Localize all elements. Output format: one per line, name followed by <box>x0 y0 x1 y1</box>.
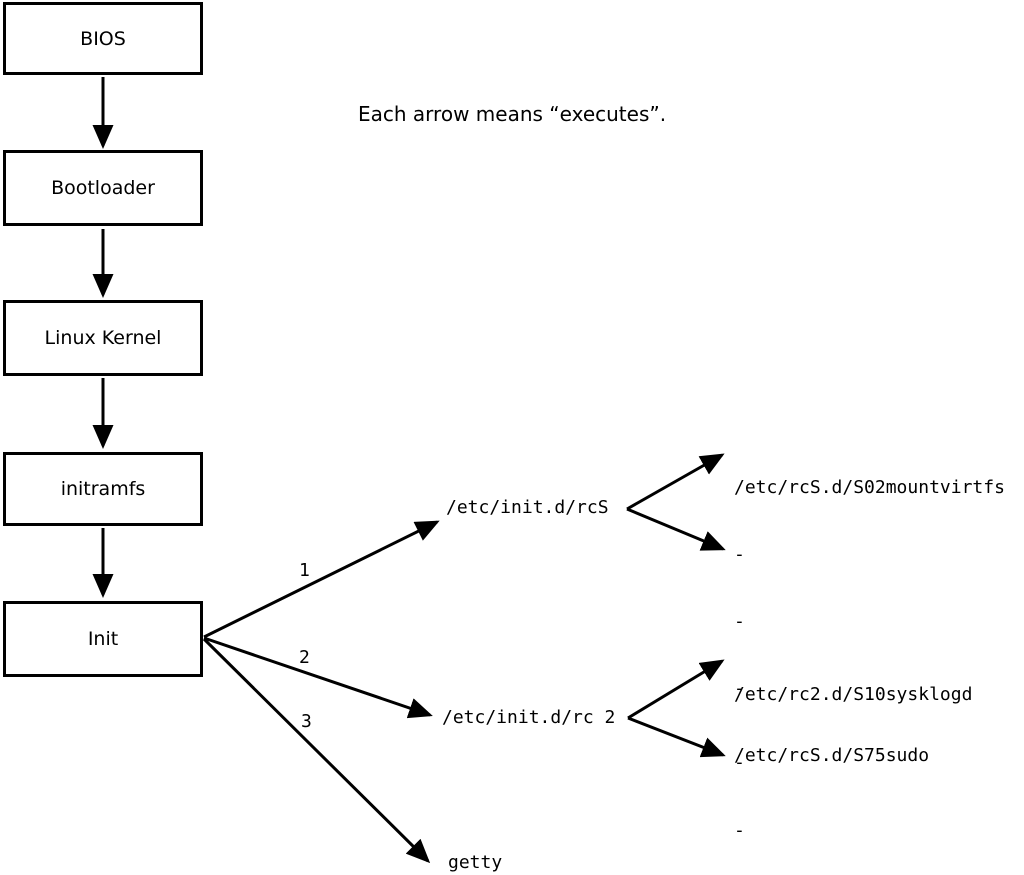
arrow-init-to-rcs <box>203 520 440 639</box>
legend-note: Each arrow means “executes”. <box>358 102 667 126</box>
node-linux-kernel-label: Linux Kernel <box>44 327 162 349</box>
edge-number-2: 2 <box>299 647 310 668</box>
arrow-rcs-to-s02mountvirtfs <box>626 453 725 511</box>
node-init: Init <box>3 601 203 677</box>
rc2-script-ellipsis-2: - <box>734 820 745 841</box>
node-bootloader-label: Bootloader <box>51 177 155 199</box>
node-init-label: Init <box>87 628 119 650</box>
arrow-rcs-to-s75sudo <box>626 507 726 551</box>
node-bios: BIOS <box>3 2 203 75</box>
rc2-script-list: /etc/rc2.d/S10sysklogd - - - /etc/rc2.d/… <box>734 640 972 875</box>
node-etc-initd-rcs: /etc/init.d/rcS <box>446 497 609 518</box>
edge-number-3: 3 <box>301 711 312 732</box>
rc2-script-s10sysklogd: /etc/rc2.d/S10sysklogd <box>734 684 973 705</box>
rcs-script-ellipsis-2: - <box>734 611 745 632</box>
arrow-rc2-to-s10sysklogd <box>627 659 725 720</box>
node-etc-initd-rc2: /etc/init.d/rc 2 <box>442 707 616 728</box>
node-bootloader: Bootloader <box>3 150 203 226</box>
node-initramfs-label: initramfs <box>60 478 146 500</box>
node-bios-label: BIOS <box>80 27 126 50</box>
rcs-script-list: /etc/rcS.d/S02mountvirtfs - - - /etc/rcS… <box>734 433 1005 810</box>
rcs-script-ellipsis-3: - <box>734 678 745 699</box>
node-initramfs: initramfs <box>3 452 203 526</box>
arrow-init-to-rc2 <box>203 636 433 719</box>
rcs-script-s75sudo: /etc/rcS.d/S75sudo <box>734 745 930 766</box>
edge-number-1: 1 <box>299 560 310 581</box>
rcs-script-s02mountvirtfs: /etc/rcS.d/S02mountvirtfs <box>734 477 1005 498</box>
arrow-init-to-getty <box>202 637 431 864</box>
node-getty: getty <box>448 852 503 873</box>
rc2-script-ellipsis-1: - <box>734 752 745 773</box>
rcs-script-ellipsis-1: - <box>734 544 745 565</box>
node-linux-kernel: Linux Kernel <box>3 300 203 376</box>
arrow-rc2-to-s99gdm <box>627 716 726 758</box>
